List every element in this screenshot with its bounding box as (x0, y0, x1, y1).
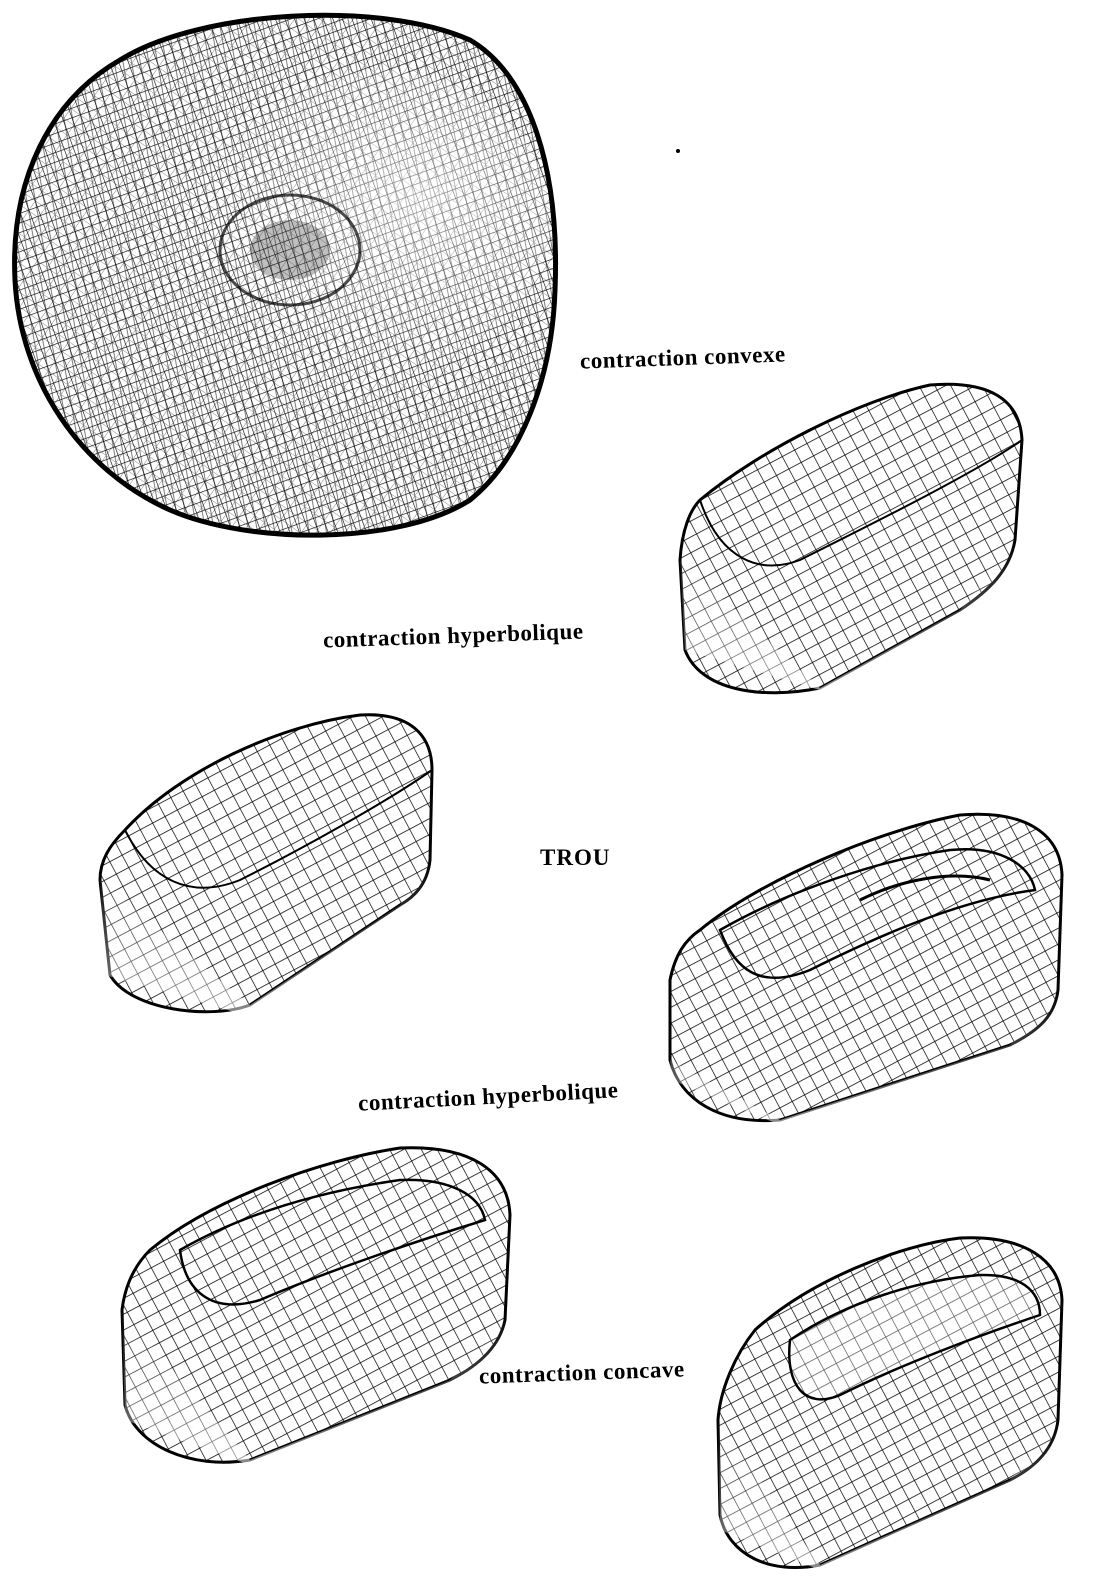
speck-mark (676, 149, 680, 153)
sphere-mesh (15, 15, 556, 535)
block-mesh-3 (670, 814, 1062, 1125)
block-mesh-1 (680, 384, 1022, 693)
block-mesh-5 (718, 1238, 1062, 1570)
block-mesh-2 (100, 715, 432, 1015)
block-mesh-4 (122, 1148, 510, 1465)
label-trou: TROU (540, 845, 610, 871)
